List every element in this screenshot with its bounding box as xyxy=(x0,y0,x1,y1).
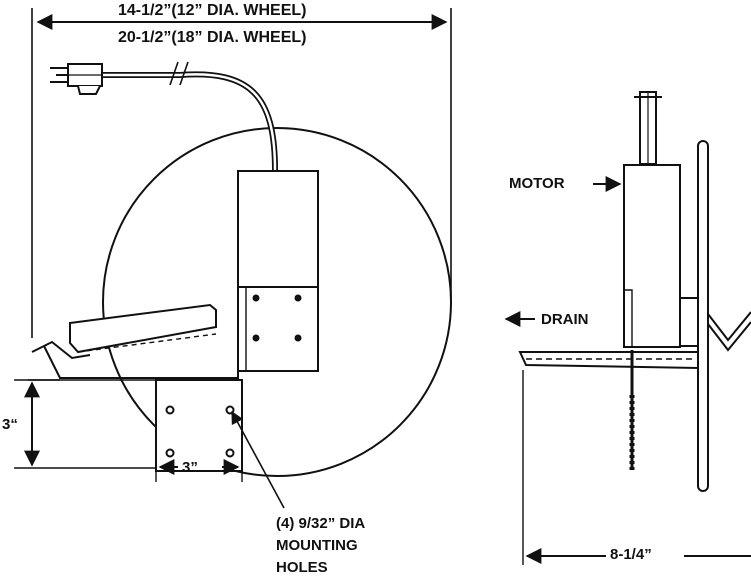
width-18in-wheel-label: 20-1/2”(18” DIA. WHEEL) xyxy=(118,29,307,46)
side-motor xyxy=(623,164,681,348)
motor-housing xyxy=(237,170,319,288)
mounting-holes-label: (4) 9/32” DIA MOUNTING HOLES xyxy=(276,513,365,579)
holes-line-2: MOUNTING xyxy=(276,537,358,554)
width-12in-wheel-label: 14-1/2”(12” DIA. WHEEL) xyxy=(118,2,307,19)
side-wheel xyxy=(697,140,709,492)
side-depth-label: 8-1/4” xyxy=(610,546,652,563)
wheel xyxy=(102,127,452,477)
front-view xyxy=(14,8,452,509)
side-tray xyxy=(518,351,699,370)
holes-line-3: HOLES xyxy=(276,559,328,576)
side-view xyxy=(504,91,751,565)
water-tray xyxy=(31,303,238,379)
mounting-plate xyxy=(237,286,319,372)
plug-icon xyxy=(50,63,103,95)
base-height-label: 3“ xyxy=(2,416,18,433)
base-width-label: 3” xyxy=(182,459,198,476)
holes-line-1: (4) 9/32” DIA xyxy=(276,515,366,532)
holes-leader xyxy=(231,410,285,509)
motor-label: MOTOR xyxy=(509,175,565,192)
drain-label: DRAIN xyxy=(541,311,589,328)
